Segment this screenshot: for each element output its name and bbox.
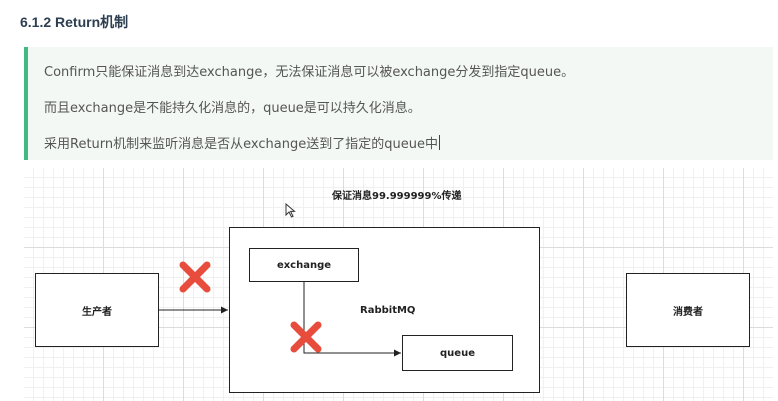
rabbitmq-label: RabbitMQ (360, 305, 416, 316)
diagram-title: 保证消息99.999999%传递 (332, 191, 462, 202)
queue-label: queue (440, 347, 475, 359)
section-heading: 6.1.2 Return机制 (20, 14, 129, 30)
producer-label: 生产者 (82, 306, 112, 318)
quote-line-3-text: 采用Return机制来监听消息是否从exchange送到了指定的queue中 (44, 137, 438, 152)
red-cross-icon (179, 261, 211, 293)
exchange-box[interactable]: exchange (249, 248, 359, 282)
quote-line-1: Confirm只能保证消息到达exchange，无法保证消息可以被exchang… (44, 65, 575, 80)
diagram-canvas[interactable]: 保证消息99.999999%传递 生产者 exchange RabbitMQ q… (24, 168, 773, 401)
exchange-to-queue-arrow (303, 282, 401, 357)
diagram-connectors (159, 261, 401, 357)
consumer-box[interactable]: 消费者 (626, 273, 750, 347)
producer-box[interactable]: 生产者 (35, 273, 159, 347)
quote-line-3[interactable]: 采用Return机制来监听消息是否从exchange送到了指定的queue中 (44, 133, 440, 152)
queue-box[interactable]: queue (402, 335, 513, 371)
exchange-label: exchange (276, 259, 332, 271)
text-caret (438, 135, 440, 150)
red-cross-icon (290, 321, 322, 353)
mouse-cursor-icon (285, 203, 296, 218)
consumer-label: 消费者 (673, 306, 703, 318)
quote-line-2: 而且exchange是不能持久化消息的，queue是可以持久化消息。 (44, 101, 421, 116)
blockquote: Confirm只能保证消息到达exchange，无法保证消息可以被exchang… (24, 47, 773, 160)
